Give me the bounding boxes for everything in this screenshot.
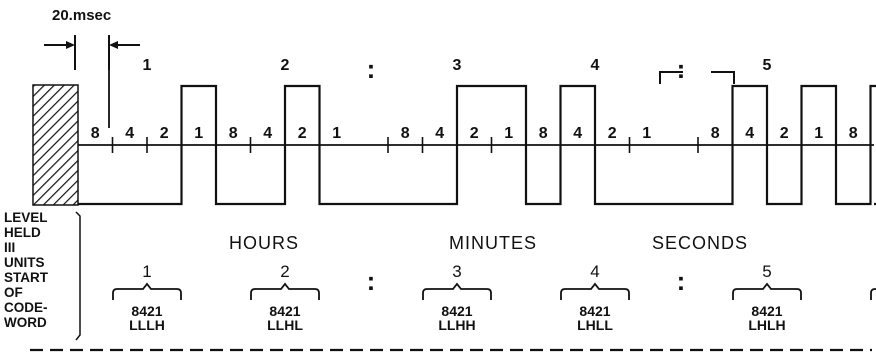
separator-colon: : (677, 54, 686, 84)
digit-code: LHLL (577, 317, 613, 333)
side-label-line: UNITS (4, 255, 45, 270)
digit-brace (732, 282, 802, 300)
digit-number: 5 (762, 262, 771, 281)
digit-code: LHLH (748, 317, 785, 333)
bit-weight-label: 2 (608, 125, 617, 142)
hours-label: HOURS (229, 233, 299, 253)
side-label-line: CODE- (4, 300, 48, 315)
time-axis (78, 137, 874, 153)
separator-colon: : (367, 266, 376, 296)
digit-code: LLHH (438, 317, 475, 333)
bit-weight-label: 8 (539, 125, 548, 142)
bit-weight-label: 8 (711, 125, 720, 142)
bit-weight-label: 1 (814, 125, 823, 142)
digit-number: 2 (280, 262, 289, 281)
bit-weight-label: 8 (849, 125, 858, 142)
digit-marker: 2 (281, 57, 290, 74)
digit-marker: 5 (763, 57, 772, 74)
scale-arrowhead-right (109, 41, 118, 49)
digit-code: LLLH (129, 317, 165, 333)
bit-weight-label: 1 (504, 125, 513, 142)
digit-weights: 8421 (579, 303, 610, 319)
bit-weight-label: 8 (229, 125, 238, 142)
digit-brace (422, 282, 492, 300)
minutes-label: MINUTES (449, 233, 537, 253)
digit-marker: 4 (591, 57, 600, 74)
digit-weights: 8421 (131, 303, 162, 319)
side-label-line: START (4, 270, 49, 285)
bit-weight-label: 4 (125, 125, 134, 142)
bit-weight-label: 1 (332, 125, 341, 142)
bit-weight-label: 2 (780, 125, 789, 142)
bit-weight-labels: 842184218421842184218421 (91, 125, 858, 142)
side-label-line: LEVEL (4, 210, 48, 225)
digit-weights: 8421 (269, 303, 300, 319)
hatched-start-block (32, 84, 79, 206)
bit-weight-label: 1 (642, 125, 651, 142)
digit-brace (560, 282, 630, 300)
digit-markers: 123456 (143, 57, 772, 74)
side-label-line: HELD (4, 225, 41, 240)
side-label-line: OF (4, 285, 23, 300)
digit-weights: 8421 (751, 303, 782, 319)
lower-separators: :: (367, 266, 686, 296)
digit-number: 1 (142, 262, 151, 281)
separator-colon: : (367, 54, 376, 84)
scale-arrowhead-left (66, 41, 75, 49)
digit-weights: 8421 (441, 303, 472, 319)
side-label-line: III (4, 240, 15, 255)
scale-label: 20.msec (52, 7, 111, 24)
digit-number: 3 (452, 262, 461, 281)
digit-codes: 18421LLLH28421LLHL38421LLHH48421LHLL5842… (112, 262, 876, 333)
digit-code: LLHL (267, 317, 303, 333)
side-label-bracket (75, 211, 81, 341)
bit-weight-label: 8 (401, 125, 410, 142)
bit-weight-label: 4 (745, 125, 754, 142)
bit-weight-label: 2 (470, 125, 479, 142)
digit-number: 4 (590, 262, 599, 281)
digit-brace (250, 282, 320, 300)
seconds-label: SECONDS (652, 233, 748, 253)
digit-marker: 3 (453, 57, 462, 74)
digit-brace (870, 288, 876, 300)
digit-brace (112, 282, 182, 300)
separator-colon: : (677, 266, 686, 296)
bit-weight-label: 4 (573, 125, 582, 142)
side-label-line: WORD (4, 315, 47, 330)
bit-weight-label: 4 (435, 125, 444, 142)
bit-weight-label: 1 (194, 125, 203, 142)
bit-weight-label: 4 (263, 125, 272, 142)
separators: :: (367, 54, 686, 84)
digit-5-bracket (659, 71, 735, 84)
bit-weight-label: 8 (91, 125, 100, 142)
bit-weight-label: 2 (160, 125, 169, 142)
digit-marker: 1 (143, 57, 152, 74)
bit-weight-label: 2 (298, 125, 307, 142)
